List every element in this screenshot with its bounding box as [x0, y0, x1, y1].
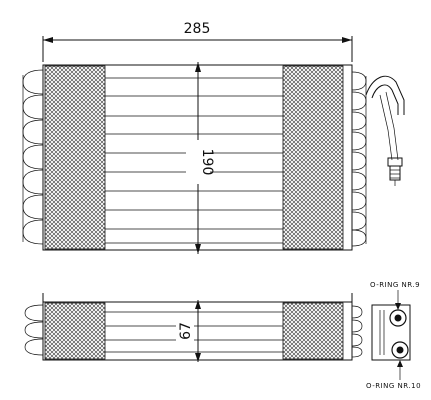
evaporator-side-view — [24, 293, 411, 361]
side-left-fin-block — [44, 302, 106, 360]
right-tube-bends — [351, 71, 367, 247]
width-dimension: 285 — [42, 21, 353, 62]
height-dimension: 190 — [186, 62, 215, 254]
o-ring-callouts: O-RING NR.9 O-RING NR.10 — [366, 281, 421, 390]
o-ring-9-label: O-RING NR.9 — [370, 281, 420, 289]
o-ring-10-label: O-RING NR.10 — [366, 382, 421, 390]
right-fin-block — [282, 65, 344, 250]
side-right-fin-block — [282, 302, 344, 360]
depth-dimension: 67 — [176, 300, 201, 362]
connector-pipe — [365, 75, 405, 186]
depth-dimension-label: 67 — [178, 322, 194, 340]
height-dimension-label: 190 — [199, 149, 215, 176]
evaporator-front-view — [22, 64, 405, 251]
horizontal-tubes — [105, 77, 283, 244]
width-dimension-label: 285 — [184, 21, 211, 37]
left-tube-bends — [22, 69, 44, 245]
left-fin-block — [44, 65, 106, 250]
